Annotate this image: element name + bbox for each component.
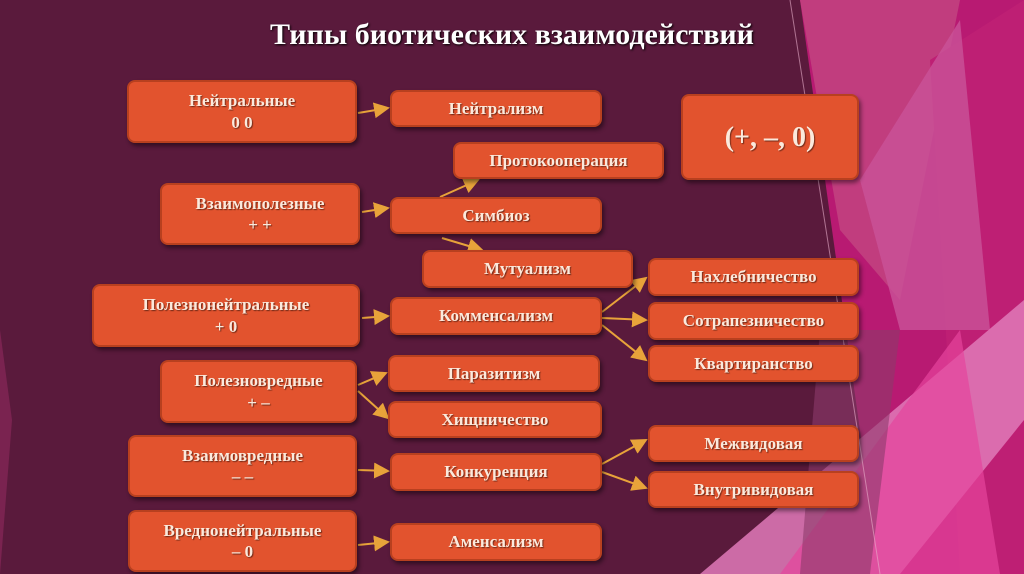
category-harmful-neutral: Вреднонейтральные – 0 xyxy=(128,510,357,572)
category-sign: + + xyxy=(248,215,272,234)
category-sign: 0 0 xyxy=(231,112,253,132)
category-beneficial-harmful: Полезновредные+ – xyxy=(160,360,357,423)
category-name: Взаимовредные xyxy=(181,445,304,465)
subtype-tenancy: Квартиранство xyxy=(648,345,859,382)
slide-title: Типы биотических взаимодействий xyxy=(270,18,754,51)
category-name: Полезновредные xyxy=(194,371,323,391)
category-beneficial-neutral: Полезнонейтральные+ 0 xyxy=(92,284,360,347)
subtype-interspecific: Межвидовая xyxy=(648,425,859,462)
type-competition: Конкуренция xyxy=(390,453,602,491)
type-amensalism: Аменсализм xyxy=(390,523,602,561)
type-commensalism: Комменсализм xyxy=(390,297,602,335)
category-mutually-harmful: Взаимовредные – – xyxy=(128,435,357,497)
type-parasitism: Паразитизм xyxy=(388,355,600,392)
type-protocooperation: Протокооперация xyxy=(453,142,664,179)
type-predation: Хищничество xyxy=(388,401,602,438)
category-mutually-beneficial: Взаимополезные + + xyxy=(160,183,360,245)
type-neutralism: Нейтрализм xyxy=(390,90,602,127)
subtype-commensal-feeding: Сотрапезничество xyxy=(648,302,859,340)
category-sign: – 0 xyxy=(231,542,254,561)
subtype-freeloading: Нахлебничество xyxy=(648,258,859,296)
category-sign: + 0 xyxy=(214,316,238,336)
type-mutualism: Мутуализм xyxy=(422,250,633,288)
type-symbiosis: Симбиоз xyxy=(390,197,602,234)
category-name: Полезнонейтральные xyxy=(142,295,310,315)
signs-legend: (+, –, 0) xyxy=(681,94,859,180)
category-name: Вреднонейтральные xyxy=(163,520,322,540)
category-sign: + – xyxy=(247,392,270,412)
subtype-intraspecific: Внутривидовая xyxy=(648,471,859,508)
category-name: Взаимополезные xyxy=(195,193,325,213)
category-name: Нейтральные xyxy=(188,91,296,111)
category-sign: – – xyxy=(231,467,254,486)
